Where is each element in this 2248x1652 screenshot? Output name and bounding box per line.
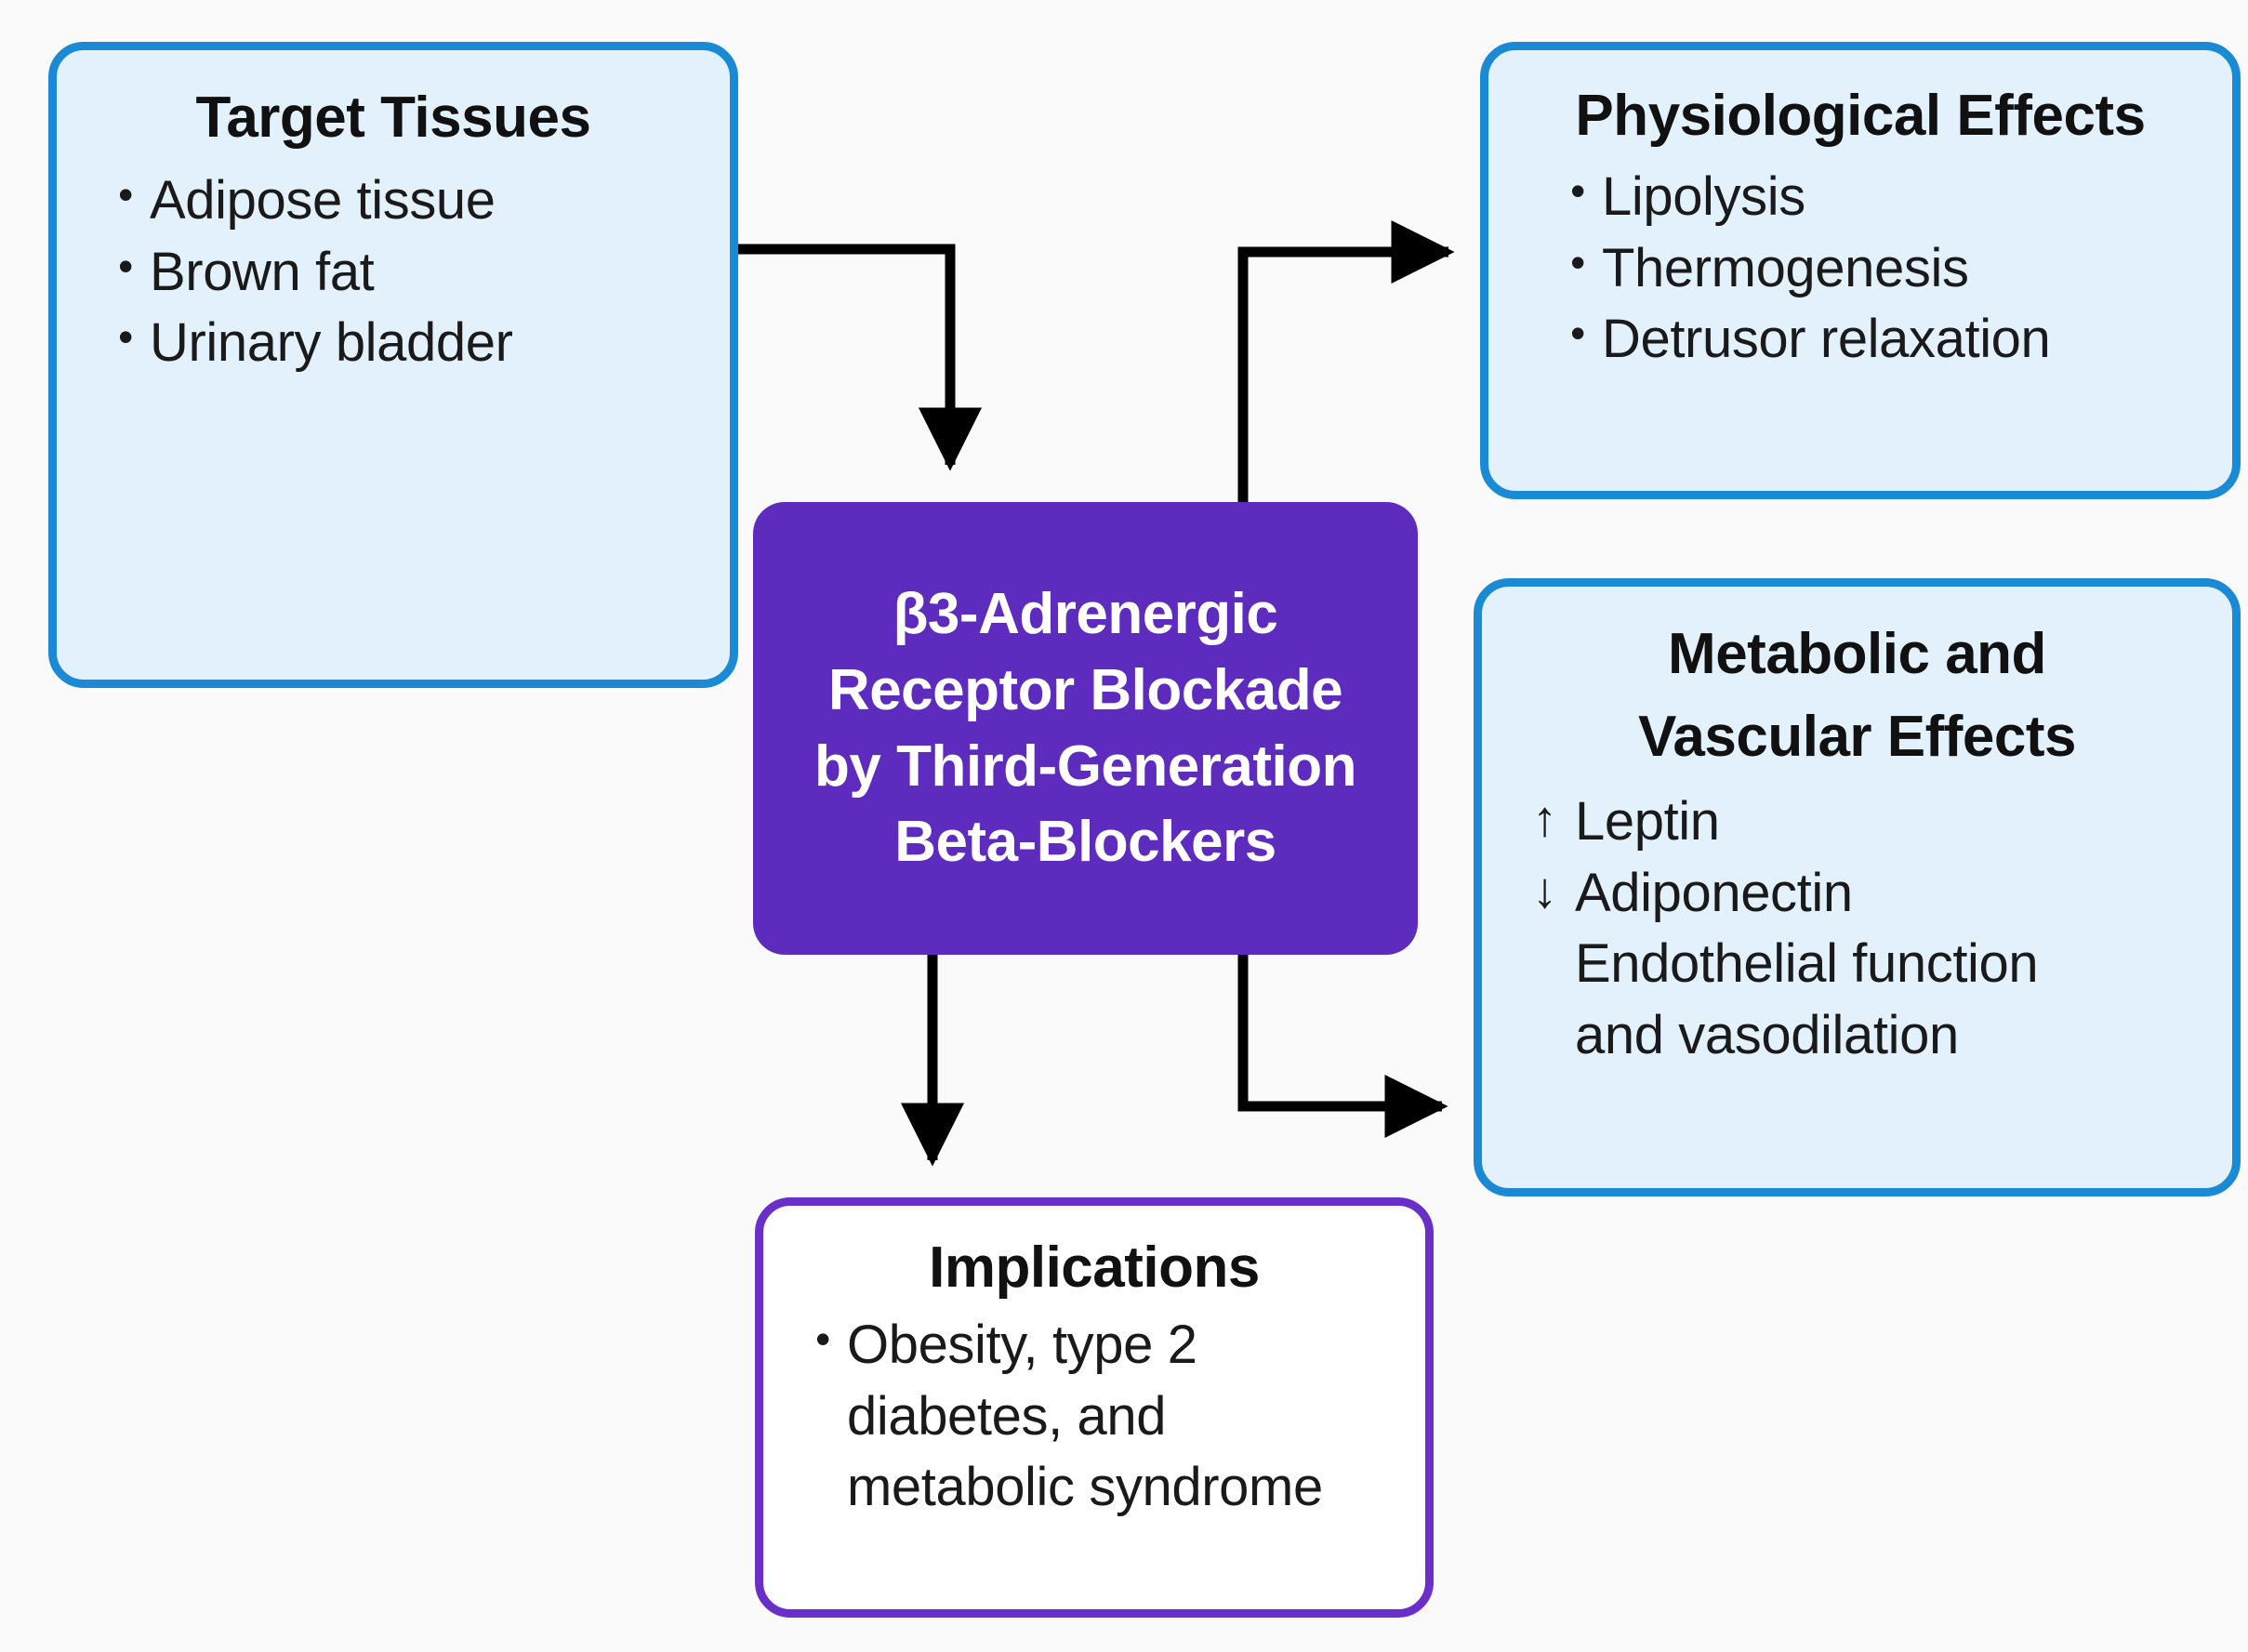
node-metabolic-and-vascular-effects-list: ↑ Leptin ↓ Adiponectin Endothelial funct… [1514,789,2201,1075]
list-item: diabetes, and [799,1384,1399,1450]
node-physiological-effects[interactable]: Physiological Effects • Lipolysis • Ther… [1480,42,2241,499]
node-center-line-3: by Third-Generation [814,733,1356,799]
list-item-label: Obesity, type 2 [847,1314,1197,1375]
list-item: • Urinary bladder [101,311,698,377]
bullet-icon: • [118,169,133,218]
list-item: Endothelial function [1532,932,2201,998]
list-item-label: Adiponectin [1575,862,1853,923]
list-item-label: Urinary bladder [150,312,513,374]
connector-center-to-metabolic-vascular-effects [1237,955,1448,1139]
bullet-icon: • [815,1314,830,1363]
list-item: • Obesity, type 2 [799,1313,1399,1379]
node-beta3-adrenergic-receptor-blockade[interactable]: β3-Adrenergic Receptor Blockade by Third… [753,502,1418,955]
node-metabolic-and-vascular-effects-title-line-1: Metabolic and [1668,622,2046,686]
no-marker-icon [799,1455,847,1521]
bullet-icon: • [118,241,133,290]
list-item-label: Brown fat [150,241,375,302]
node-target-tissues[interactable]: Target Tissues • Adipose tissue • Brown … [48,42,738,688]
bullet-icon: • [1570,165,1585,215]
arrow-down-icon: ↓ [1532,862,1557,919]
no-marker-icon [1532,1003,1575,1064]
list-item: • Brown fat [101,240,698,306]
list-item: • Detrusor relaxation [1554,307,2201,373]
node-physiological-effects-list: • Lipolysis • Thermogenesis • Detrusor r… [1520,165,2201,378]
node-target-tissues-list: • Adipose tissue • Brown fat • Urinary b… [88,168,698,382]
list-item-label: Adipose tissue [150,169,496,231]
node-implications[interactable]: Implications • Obesity, type 2 diabetes,… [755,1197,1434,1618]
node-center-line-1: β3-Adrenergic [893,581,1278,646]
list-item-label: Lipolysis [1602,165,1805,227]
list-item: • Adipose tissue [101,168,698,234]
list-item: • Lipolysis [1554,165,2201,231]
no-marker-icon [799,1384,847,1450]
list-item-label: metabolic syndrome [847,1457,1323,1518]
bullet-icon: • [1570,237,1585,286]
node-center-line-4: Beta-Blockers [894,810,1276,875]
list-item: • Thermogenesis [1554,236,2201,302]
node-physiological-effects-title: Physiological Effects [1575,84,2146,148]
list-item-label: Leptin [1575,790,1720,852]
list-item: metabolic syndrome [799,1455,1399,1521]
node-metabolic-and-vascular-effects-title-line-2: Vascular Effects [1637,704,2077,769]
list-item-label: Endothelial function [1575,933,2039,995]
no-marker-icon [1532,932,1575,993]
bullet-icon: • [118,312,133,362]
list-item: ↓ Adiponectin [1532,861,2201,927]
arrow-up-icon: ↑ [1532,790,1557,847]
node-implications-title: Implications [929,1236,1260,1300]
list-item-label: diabetes, and [847,1385,1167,1447]
list-item-label: Detrusor relaxation [1602,309,2051,370]
node-center-line-2: Receptor Blockade [827,657,1343,722]
bullet-icon: • [1570,309,1585,358]
list-item-label: and vasodilation [1575,1005,1959,1066]
node-implications-list: • Obesity, type 2 diabetes, and metaboli… [789,1313,1399,1526]
node-metabolic-and-vascular-effects[interactable]: Metabolic and Vascular Effects ↑ Leptin … [1474,578,2241,1196]
list-item-label: Thermogenesis [1602,237,1969,298]
connector-center-to-physiological-effects [1237,219,1455,502]
list-item: and vasodilation [1532,1003,2201,1069]
list-item: ↑ Leptin [1532,789,2201,855]
connector-target-tissues-to-center [738,244,983,471]
node-target-tissues-title: Target Tissues [195,86,591,150]
